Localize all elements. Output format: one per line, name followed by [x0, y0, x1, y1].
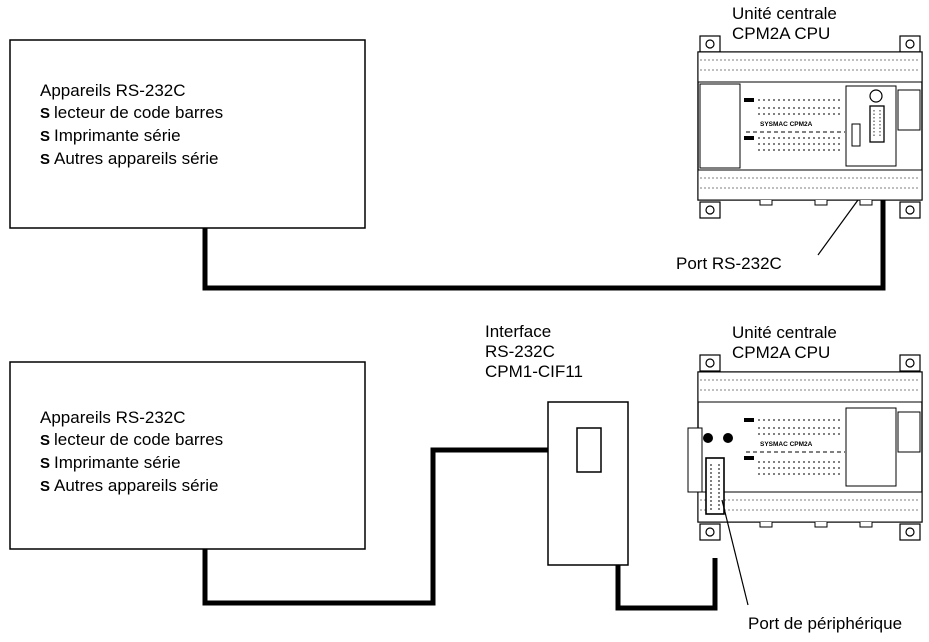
- bullet-symbol: S: [40, 105, 51, 122]
- top-device-box: [9, 39, 366, 229]
- mount-screw: [905, 205, 915, 215]
- io-indicator-leds: [744, 418, 754, 460]
- top-cpu-label-line2: CPM2A CPU: [732, 24, 831, 43]
- bullet-symbol: S: [40, 478, 51, 495]
- bottom-rs232c-cable: [202, 447, 598, 606]
- terminal-strip-bottom: [697, 169, 923, 201]
- rs232c-port-connector: [869, 105, 885, 143]
- bottom-cpu-label-line1: Unité centrale: [732, 323, 837, 342]
- mount-screw: [905, 527, 915, 537]
- top-port-callout-line: [817, 199, 859, 256]
- bullet-symbol: S: [40, 455, 51, 472]
- top-device-title: Appareils RS-232C: [40, 81, 186, 100]
- peripheral-cable: [615, 558, 718, 611]
- side-bracket: [687, 427, 703, 493]
- bottom-cpu-label-line2: CPM2A CPU: [732, 343, 831, 362]
- terminal-strip-top: [697, 371, 923, 403]
- mode-switch: [851, 123, 861, 147]
- terminal-strip-top: [697, 51, 923, 83]
- bullet-symbol: S: [40, 128, 51, 145]
- peripheral-port-connector: [705, 457, 725, 515]
- cpm1-cif11-interface: [547, 401, 629, 566]
- top-port-label: Port RS-232C: [676, 254, 782, 273]
- bottom-cpm2a-cpu-unit: SYSMAC CPM2A: [687, 354, 923, 541]
- comm-panel: [845, 407, 897, 487]
- bottom-plc-brand: SYSMAC CPM2A: [760, 441, 813, 448]
- port-screw: [703, 433, 713, 443]
- terminal-strip-bottom: [697, 491, 923, 523]
- interface-label-line1: Interface: [485, 322, 552, 341]
- battery-cover: [897, 89, 921, 131]
- top-plc-brand: SYSMAC CPM2A: [760, 121, 813, 128]
- top-cpm2a-cpu-unit: SYSMAC CPM2A: [697, 35, 923, 219]
- mount-screw: [705, 527, 715, 537]
- mount-screw: [905, 39, 915, 49]
- expansion-cover: [699, 83, 741, 169]
- interface-label-line3: CPM1-CIF11: [485, 362, 583, 381]
- bottom-port-label: Port de périphérique: [748, 614, 903, 633]
- mount-screw: [705, 39, 715, 49]
- battery-cover: [897, 411, 921, 453]
- interface-rs232c-connector: [576, 427, 602, 473]
- io-indicator-leds: [744, 98, 754, 140]
- interface-label-line2: RS-232C: [485, 342, 555, 361]
- rs232c-port-screw: [869, 89, 883, 103]
- bottom-device-title: Appareils RS-232C: [40, 408, 186, 427]
- bullet-symbol: S: [40, 432, 51, 449]
- bottom-port-callout-line: [721, 499, 749, 606]
- bottom-device-box: [9, 361, 366, 550]
- mount-screw: [705, 358, 715, 368]
- mount-screw: [905, 358, 915, 368]
- port-screw: [723, 433, 733, 443]
- bullet-symbol: S: [40, 151, 51, 168]
- mount-screw: [705, 205, 715, 215]
- top-cpu-label-line1: Unité centrale: [732, 4, 837, 23]
